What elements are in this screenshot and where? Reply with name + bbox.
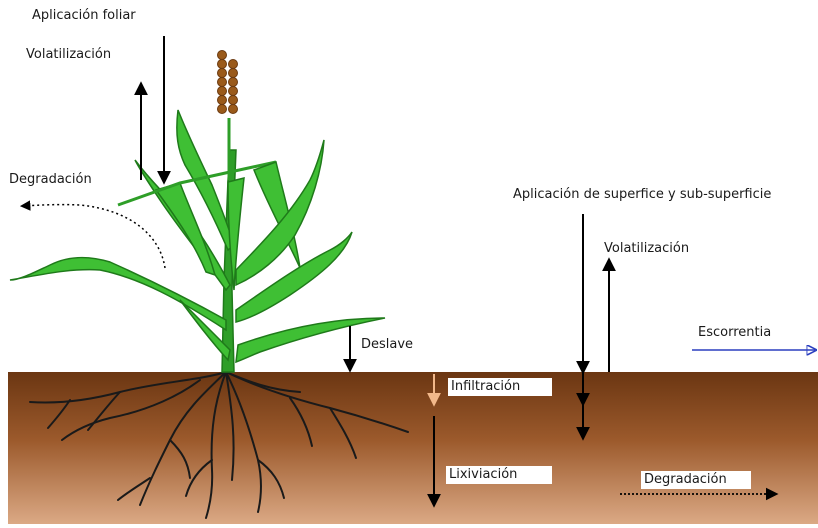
degradation-soil-label: Degradación	[641, 471, 751, 489]
leaching-label: Lixiviación	[446, 466, 552, 484]
volatilization-right-label: Volatilización	[604, 241, 689, 257]
volatilization-left-label: Volatilización	[26, 47, 111, 63]
infiltration-label: Infiltración	[448, 378, 552, 396]
soil	[8, 372, 818, 524]
seed-head	[218, 51, 238, 114]
washoff-label: Deslave	[361, 337, 413, 353]
plant	[10, 51, 385, 373]
foliar-application-label: Aplicación foliar	[32, 8, 136, 24]
runoff-label: Escorrentia	[698, 325, 771, 341]
surface-application-label: Aplicación de superfice y sub-superficie	[513, 187, 771, 203]
degradation-left-label: Degradación	[9, 172, 92, 188]
